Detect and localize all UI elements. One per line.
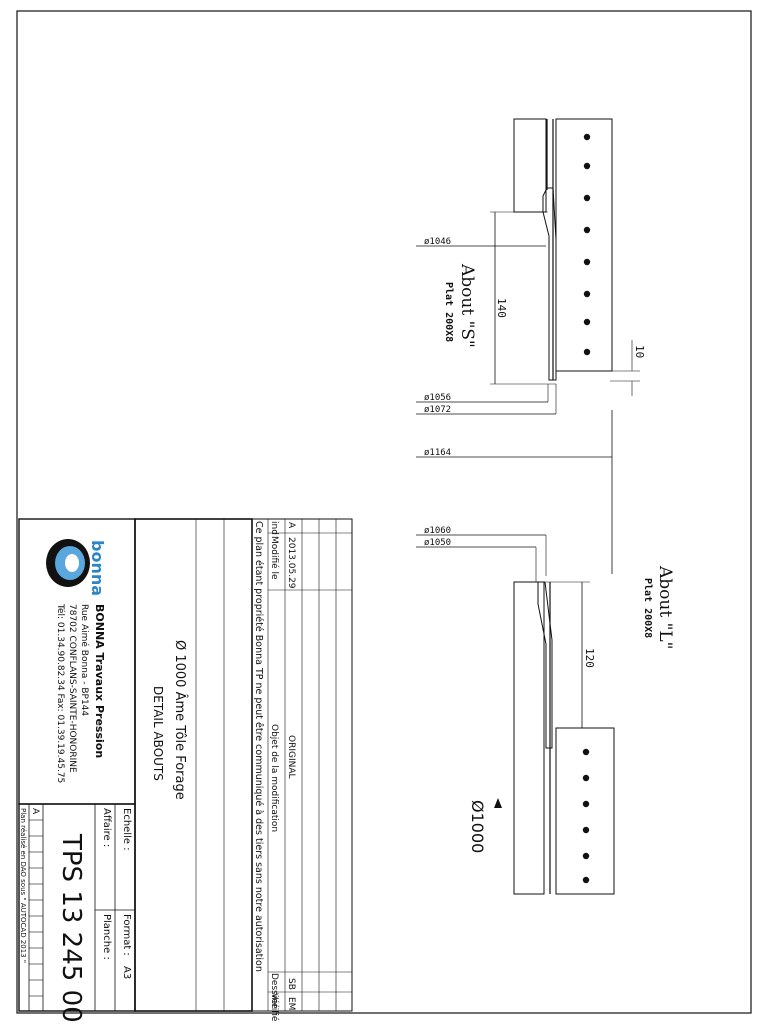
rev-ind: A xyxy=(286,522,296,529)
rev-header-checked: Vérifié xyxy=(269,993,280,1022)
dia-1056-label: ø1056 xyxy=(424,393,451,403)
concrete-outer-top xyxy=(513,118,547,213)
company-phone: Tél: 01.34.90.82.34 Fax: 01.39.19.45.75 xyxy=(55,603,66,783)
company-address2: 78702 CONFLANS-SAINTE-HONORINE xyxy=(67,604,77,773)
nominal-diameter: Ø1000 xyxy=(468,800,487,853)
sheet-border xyxy=(16,10,752,1014)
ownership-notice: Ce plan étant propriété Bonna TP ne peut… xyxy=(253,521,264,972)
echelle-label: Echelle : xyxy=(121,808,132,851)
about-s-gap: 10 xyxy=(633,345,646,358)
planche-label: Planche : xyxy=(101,914,112,960)
about-l-label: About "L" xyxy=(655,565,675,650)
drawing-title: Ø 1000 Âme Tôle Forage xyxy=(172,640,188,800)
about-s-length: 140 xyxy=(495,298,508,318)
drawing-number: TPS 13 245 00 xyxy=(56,833,86,1023)
logo-text: bonna xyxy=(88,540,107,596)
footer-index: A xyxy=(30,808,40,815)
format-label: Format : xyxy=(121,914,132,956)
about-s-plate xyxy=(542,187,557,381)
affaire-label: Affaire : xyxy=(101,808,112,847)
rev-header-drawn: Dessiné xyxy=(269,973,280,1009)
concrete-inner-top xyxy=(555,118,613,372)
dia-1060-label: ø1060 xyxy=(424,526,451,536)
about-l-plate xyxy=(537,581,553,749)
rebar-dots-bottom xyxy=(582,748,590,884)
about-l-detail: ø1060 ø1050 xyxy=(416,526,675,895)
rev-checked: EM xyxy=(286,997,296,1010)
format-value: A3 xyxy=(121,966,132,979)
about-l-plate-label: Plat 200X8 xyxy=(642,578,653,638)
about-l-length: 120 xyxy=(583,648,596,668)
dia-1050-label: ø1050 xyxy=(424,538,451,548)
dia-1072-label: ø1072 xyxy=(424,405,451,415)
title-block: ind Modifié le Objet de la modification … xyxy=(18,518,353,1023)
rev-header-ind: ind xyxy=(269,521,279,535)
concrete-outer-bottom xyxy=(513,581,545,895)
rev-object: ORIGINAL xyxy=(286,735,296,779)
dia-1046-label: ø1046 xyxy=(424,237,451,247)
about-s-detail: 140 10 ø1046 ø1056 ø1072 About "S" Plat … xyxy=(416,118,646,415)
dia-1164-label: ø1164 xyxy=(424,448,451,458)
arrow-icon xyxy=(494,798,502,808)
about-s-label: About "S" xyxy=(457,263,477,348)
rev-drawn: SB xyxy=(286,978,296,990)
concrete-inner-bottom xyxy=(555,727,615,895)
drawing-area: 140 10 ø1046 ø1056 ø1072 About "S" Plat … xyxy=(416,118,675,895)
rebar-dots-top xyxy=(583,133,591,356)
rev-header-object: Objet de la modification xyxy=(269,724,279,832)
rev-date: 2013.05.29 xyxy=(286,537,296,589)
cad-note: Plan réalisé en DAO sous " AUTOCAD 2013 … xyxy=(19,808,27,963)
company-address1: Rue Aimé Bonna - BP144 xyxy=(79,604,90,716)
company-name: BONNA Travaux Pression xyxy=(93,604,106,758)
rev-header-modified: Modifié le xyxy=(269,536,280,580)
drawing-subtitle: DETAIL ABOUTS xyxy=(151,686,165,781)
about-s-plate-label: Plat 200X8 xyxy=(443,282,454,342)
bonna-logo: bonna xyxy=(46,539,107,596)
